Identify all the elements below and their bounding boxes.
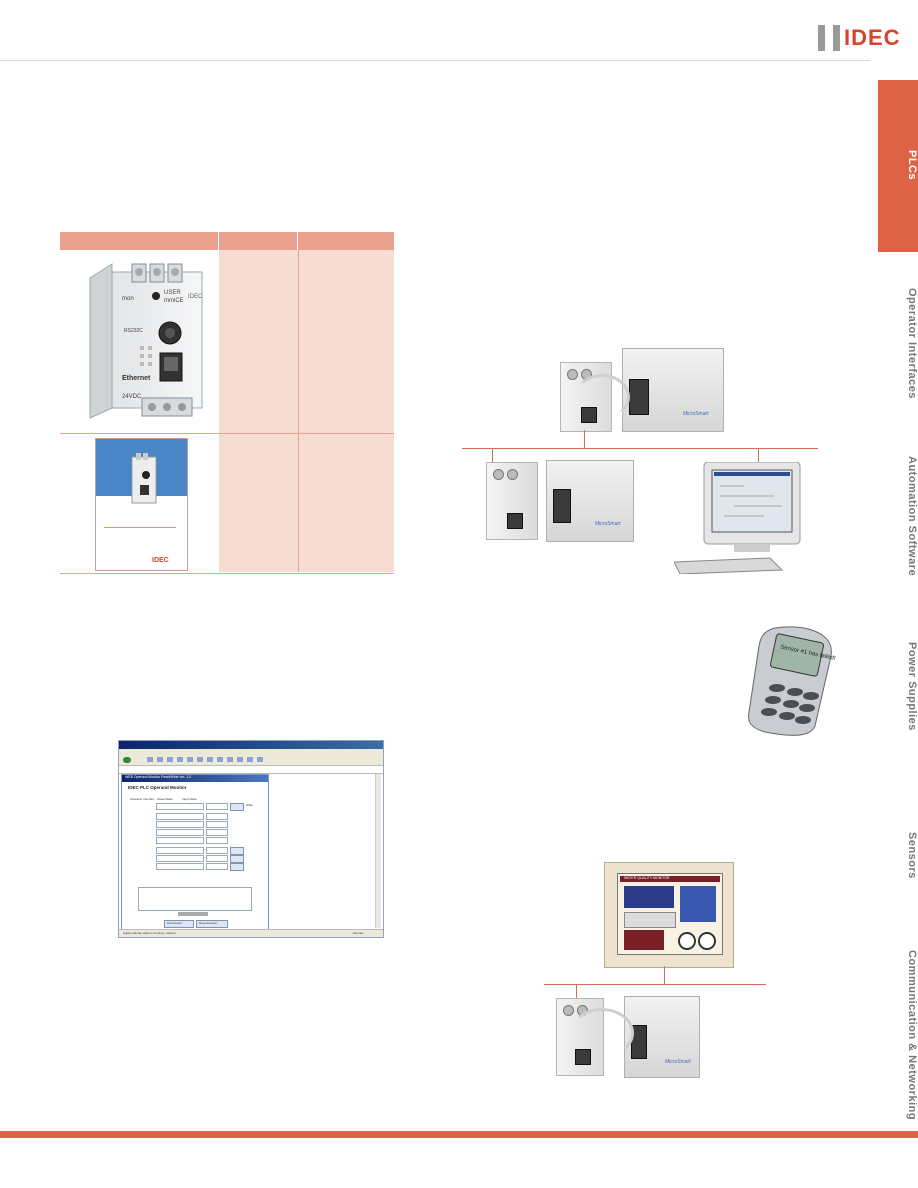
reconnection-button: Reconnection: [196, 920, 228, 928]
write-label-1: Write: [246, 803, 253, 807]
label-mon: mon: [122, 296, 134, 302]
browser-scrollbar: [375, 774, 381, 928]
status-right: Internet: [352, 931, 363, 935]
label-24vdc: 24VDC: [122, 394, 142, 400]
label-mmice: mmiCE: [164, 298, 184, 304]
tab-automation-software[interactable]: Automation Software: [906, 456, 918, 577]
applet-log-area: [138, 887, 252, 911]
browser-title-bar: [119, 741, 383, 749]
network-diagram-hmi: WATER QUALITY MONITOR MicroSmart: [544, 862, 768, 1080]
microsmart-plc-2: MicroSmart: [546, 460, 634, 542]
table-header: [60, 232, 394, 250]
ethernet-line: [462, 448, 818, 449]
microsmart-plc-3: MicroSmart: [624, 996, 700, 1078]
web-server-module-photo: mon USER mmiCE RS232C Ethernet 24VDC IDE…: [82, 258, 207, 424]
hmi-touchscreen: WATER QUALITY MONITOR: [604, 862, 734, 968]
applet-heading: IDEC PLC Operand Monitor: [128, 785, 187, 790]
tab-communication-networking[interactable]: Communication & Networking: [906, 950, 918, 1121]
disconnect-button: Disconnect: [164, 920, 194, 928]
manual-cover-logo: IDEC: [152, 557, 169, 564]
ethernet-line-2: [544, 984, 766, 985]
label-ethernet: Ethernet: [122, 375, 151, 382]
browser-menu-bar: [119, 749, 383, 755]
tab-plcs[interactable]: PLCs: [906, 150, 918, 181]
tab-sensors[interactable]: Sensors: [906, 832, 918, 879]
web-server-module-2: [486, 462, 538, 540]
plc-brand-top: MicroSmart: [683, 411, 709, 417]
footer-bar: [0, 1131, 918, 1138]
network-diagram-pc: MicroSmart MicroSmart: [462, 340, 822, 575]
logo-text: IDEC: [844, 25, 901, 50]
status-left: Applet sidmap.class is running - started: [123, 931, 176, 935]
browser-address-bar: [119, 766, 383, 774]
table-row-divider: [60, 433, 394, 434]
plc-brand-bottom: MicroSmart: [595, 521, 621, 527]
manual-cover-module-image: [131, 453, 157, 504]
applet-window: WEB Operand Monitor Read/Write ver. 1.0 …: [121, 774, 269, 930]
browser-toolbar: [119, 755, 383, 766]
pc-computer: [674, 462, 801, 574]
browser-status-bar: Applet sidmap.class is running - started…: [119, 929, 383, 937]
applet-title: WEB Operand Monitor Read/Write ver. 1.0: [125, 775, 192, 779]
logo-mark: [818, 25, 840, 51]
manual-cover: IDEC: [95, 438, 188, 571]
tab-active-background: [878, 80, 918, 252]
cell-phone: Sensor #1 has failed!: [748, 626, 836, 736]
table-column-shaded: [219, 250, 298, 572]
microsmart-plc: MicroSmart: [622, 348, 724, 432]
label-idec: IDEC: [188, 294, 203, 300]
header-divider: [0, 60, 870, 61]
idec-logo: IDEC: [818, 23, 908, 53]
applet-column-headers: Operand Number Read Value Input Value: [130, 797, 197, 801]
web-operand-monitor-screenshot: WEB Operand Monitor Read/Write ver. 1.0 …: [118, 740, 384, 938]
tab-operator-interfaces[interactable]: Operator Interfaces: [906, 288, 918, 399]
hmi-title: WATER QUALITY MONITOR: [624, 876, 670, 880]
manual-cover-rule: [104, 527, 176, 528]
table-bottom-line: [60, 573, 394, 574]
label-user: USER: [164, 290, 181, 296]
tab-power-supplies[interactable]: Power Supplies: [906, 642, 918, 731]
table-column-shaded-2: [298, 250, 394, 572]
label-rs232c: RS232C: [124, 328, 143, 334]
plc-brand-hmi: MicroSmart: [665, 1059, 691, 1065]
web-server-module-illustration: mon USER mmiCE RS232C Ethernet 24VDC IDE…: [89, 263, 203, 419]
